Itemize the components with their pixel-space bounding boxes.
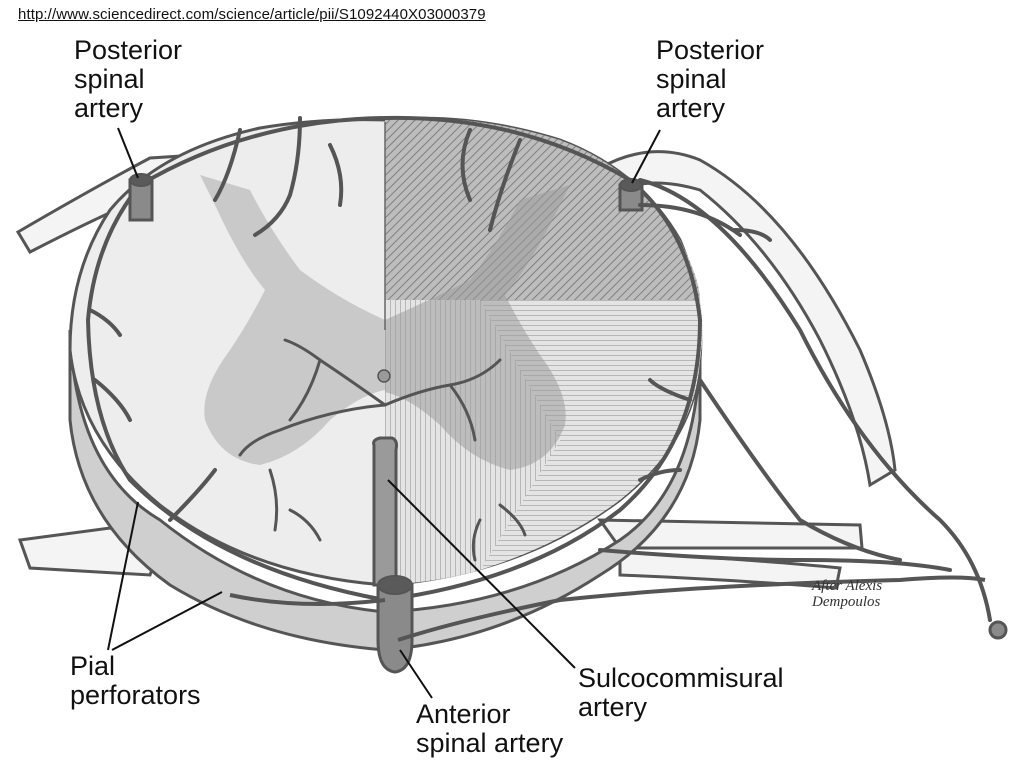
posterior-spinal-artery-left [128, 173, 154, 222]
label-line: perforators [70, 680, 201, 710]
label-line: spinal [74, 64, 145, 94]
radicular-artery-end [988, 620, 1008, 640]
sulcocommisural-vessel [372, 436, 398, 587]
leader-lines [107, 127, 661, 699]
anterior-spinal-artery [229, 575, 986, 674]
internal-vessels [238, 338, 527, 562]
label-anterior-spinal-artery: Anterior spinal artery [416, 700, 563, 758]
label-line: artery [74, 93, 144, 123]
leader-sulco [387, 479, 576, 669]
label-line: spinal [656, 64, 727, 94]
leader-posterior-right [631, 129, 661, 184]
leader-posterior-left [117, 127, 139, 179]
radicular-arteries [598, 178, 992, 622]
label-line: artery [578, 692, 648, 722]
leader-pial-1 [107, 501, 139, 651]
label-line: Anterior [416, 699, 511, 729]
label-line: artery [656, 93, 726, 123]
gray-matter-right [385, 185, 570, 470]
leader-anterior [399, 649, 433, 699]
artist-credit: After Alexis Dempoulos [812, 578, 882, 610]
label-posterior-spinal-artery-left: Posterior spinal artery [74, 36, 182, 123]
gray-matter-left [200, 175, 385, 465]
surface-vessels [85, 115, 703, 602]
credit-line: Dempoulos [812, 594, 881, 610]
source-link[interactable]: http://www.sciencedirect.com/science/art… [18, 6, 486, 23]
label-line: Pial [70, 651, 116, 681]
label-line: Posterior [74, 35, 183, 65]
central-canal [377, 369, 391, 383]
label-pial-perforators: Pial perforators [70, 652, 201, 710]
label-sulcocommisural-artery: Sulcocommisural artery [578, 664, 784, 722]
label-line: Sulcocommisural [578, 663, 784, 693]
label-posterior-spinal-artery-right: Posterior spinal artery [656, 36, 764, 123]
label-line: spinal artery [416, 728, 564, 758]
label-line: Posterior [656, 35, 765, 65]
credit-line: After Alexis [812, 578, 883, 594]
posterior-spinal-artery-right [618, 178, 644, 212]
right-half-territories [385, 118, 703, 585]
leader-pial-2 [111, 591, 223, 651]
